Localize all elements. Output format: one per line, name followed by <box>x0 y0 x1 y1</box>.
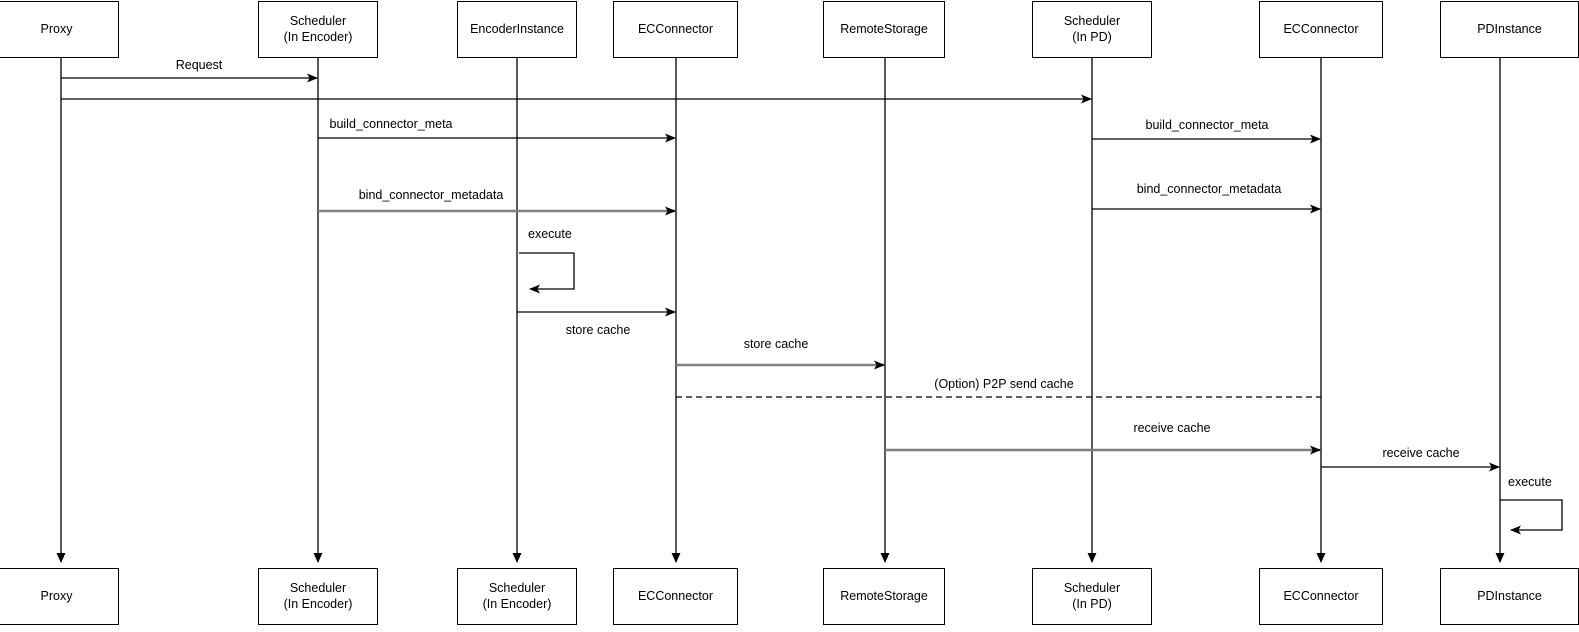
self-call-path-sc1 <box>519 252 575 294</box>
message-label-m5: bind_connector_metadata <box>358 188 504 202</box>
message-label-m6: bind_connector_metadata <box>1136 182 1282 196</box>
lifeline-end-arrow-encoder <box>512 553 522 563</box>
participant-header-encoder[interactable]: EncoderInstance <box>457 1 577 58</box>
message-label-m10: receive cache <box>1133 421 1211 435</box>
participant-header-remotestore[interactable]: RemoteStorage <box>823 1 945 58</box>
message-label-m4: build_connector_meta <box>1145 118 1269 132</box>
participant-footer-remotestore[interactable]: RemoteStorage <box>823 568 945 625</box>
participant-footer-encoder[interactable]: Scheduler (In Encoder) <box>457 568 577 625</box>
participant-footer-sched_pd[interactable]: Scheduler (In PD) <box>1032 568 1152 625</box>
message-label-m3: build_connector_meta <box>329 117 453 131</box>
lifelines-group <box>56 58 1505 563</box>
message-label-m9: (Option) P2P send cache <box>934 377 1074 391</box>
lifeline-end-arrow-sched_pd <box>1087 553 1097 563</box>
message-label-store_cache_left: store cache <box>565 323 631 337</box>
participant-header-ecconn_l[interactable]: ECConnector <box>613 1 738 58</box>
lifeline-end-arrow-ecconn_l <box>671 553 681 563</box>
lifeline-end-arrow-remotestore <box>880 553 890 563</box>
message-label-m11: receive cache <box>1382 446 1460 460</box>
participant-header-pdinstance[interactable]: PDInstance <box>1440 1 1579 58</box>
lifeline-end-arrow-ecconn_r <box>1316 553 1326 563</box>
participant-footer-sched_enc[interactable]: Scheduler (In Encoder) <box>258 568 378 625</box>
message-label-m8: store cache <box>743 337 809 351</box>
participant-footer-proxy[interactable]: Proxy <box>0 568 119 625</box>
self-call-label-sc2: execute <box>1508 475 1552 489</box>
self-calls-group <box>519 252 1563 535</box>
participant-header-ecconn_r[interactable]: ECConnector <box>1259 1 1383 58</box>
lifeline-end-arrow-proxy <box>56 553 66 563</box>
message-label-m1: Request <box>175 58 223 72</box>
lifeline-end-arrow-pdinstance <box>1495 553 1505 563</box>
participant-footer-ecconn_r[interactable]: ECConnector <box>1259 568 1383 625</box>
lifeline-end-arrow-sched_enc <box>313 553 323 563</box>
self-call-label-sc1: execute <box>528 227 572 241</box>
messages-group <box>61 73 1500 472</box>
participant-footer-pdinstance[interactable]: PDInstance <box>1440 568 1579 625</box>
participant-header-proxy[interactable]: Proxy <box>0 1 119 58</box>
participant-footer-ecconn_l[interactable]: ECConnector <box>613 568 738 625</box>
participant-header-sched_enc[interactable]: Scheduler (In Encoder) <box>258 1 378 58</box>
self-call-path-sc2 <box>1500 499 1563 535</box>
participant-header-sched_pd[interactable]: Scheduler (In PD) <box>1032 1 1152 58</box>
